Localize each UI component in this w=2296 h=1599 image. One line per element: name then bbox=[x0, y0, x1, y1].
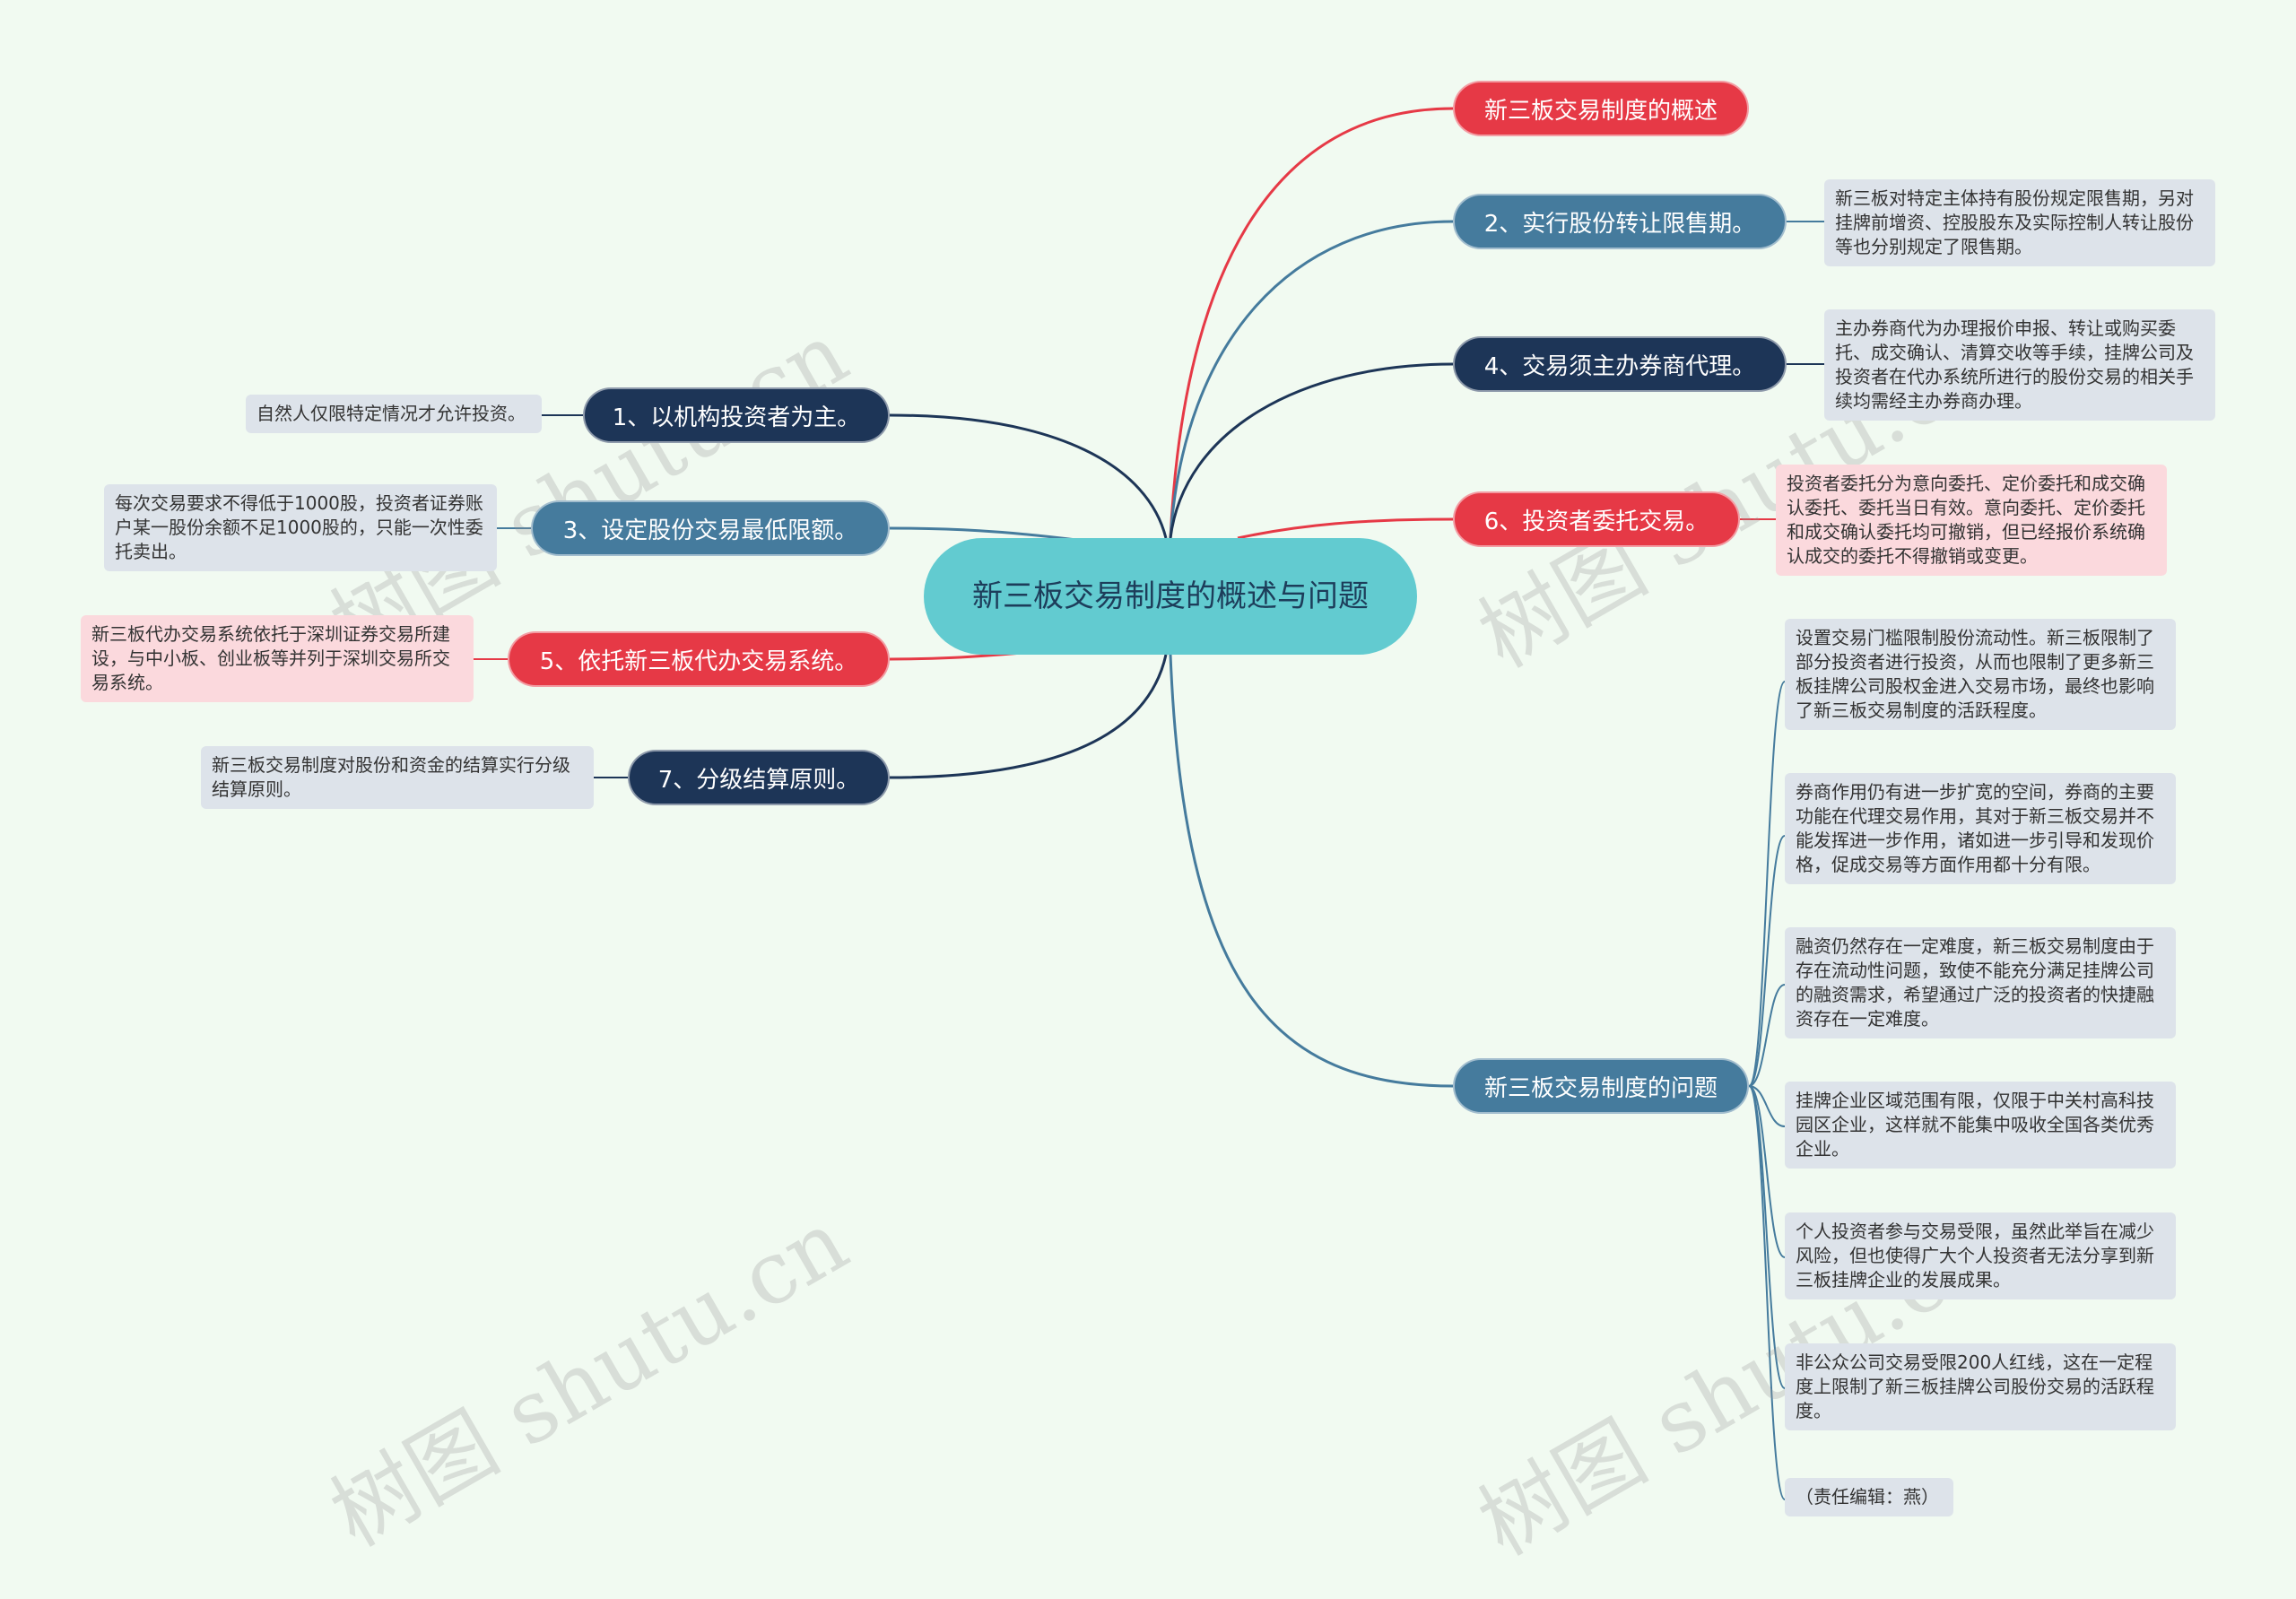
topic-broker-agency[interactable]: 4、交易须主办券商代理。 bbox=[1453, 336, 1787, 392]
topic-institutional-investors[interactable]: 1、以机构投资者为主。 bbox=[583, 387, 890, 443]
topic-label: 5、依托新三板代办交易系统。 bbox=[539, 647, 858, 675]
link-root-broker bbox=[1169, 362, 1454, 539]
link-problem-2 bbox=[1748, 984, 1786, 1087]
problem-item: 非公众公司交易受限200人红线，这在一定程度上限制了新三板挂牌公司股份交易的活跃… bbox=[1785, 1343, 2176, 1430]
topic-label: 新三板交易制度的概述 bbox=[1483, 97, 1718, 125]
topic-lockup-period[interactable]: 2、实行股份转让限售期。 bbox=[1453, 194, 1787, 249]
link-root-orders bbox=[1237, 517, 1454, 540]
topic-overview[interactable]: 新三板交易制度的概述 bbox=[1453, 81, 1749, 136]
topic-agency-system[interactable]: 5、依托新三板代办交易系统。 bbox=[508, 631, 890, 687]
editor-credit: （责任编辑：燕） bbox=[1785, 1478, 1953, 1516]
link-root-lockup bbox=[1169, 220, 1454, 539]
problem-item: 融资仍然存在一定难度，新三板交易制度由于存在流动性问题，致使不能充分满足挂牌公司… bbox=[1785, 927, 2176, 1038]
topic-label: 3、设定股份交易最低限额。 bbox=[562, 517, 858, 544]
topic-tiered-settlement[interactable]: 7、分级结算原则。 bbox=[628, 750, 890, 805]
problem-item: 个人投资者参与交易受限，虽然此举旨在减少风险，但也使得广大个人投资者无法分享到新… bbox=[1785, 1212, 2176, 1299]
note-institutional-investors: 自然人仅限特定情况才允许投资。 bbox=[246, 395, 542, 433]
topic-label: 新三板交易制度的问题 bbox=[1483, 1074, 1718, 1102]
topic-investor-orders[interactable]: 6、投资者委托交易。 bbox=[1453, 491, 1740, 547]
link-problem-0 bbox=[1748, 681, 1786, 1087]
link-root-overview bbox=[1169, 107, 1454, 539]
problem-item: 挂牌企业区域范围有限，仅限于中关村高科技园区企业，这样就不能集中吸收全国各类优秀… bbox=[1785, 1082, 2176, 1169]
link-root-minlot bbox=[889, 526, 1077, 542]
link-problem-4 bbox=[1748, 1085, 1786, 1258]
link-problem-3 bbox=[1748, 1085, 1786, 1127]
topic-label: 4、交易须主办券商代理。 bbox=[1483, 352, 1756, 380]
note-broker-agency: 主办券商代为办理报价申报、转让或购买委托、成交确认、清算交收等手续，挂牌公司及投… bbox=[1824, 309, 2215, 421]
topic-minimum-lot[interactable]: 3、设定股份交易最低限额。 bbox=[531, 500, 890, 556]
link-problem-1 bbox=[1748, 835, 1786, 1087]
note-tiered-settlement: 新三板交易制度对股份和资金的结算实行分级结算原则。 bbox=[201, 746, 594, 809]
link-root-problems bbox=[1169, 654, 1454, 1088]
topic-label: 1、以机构投资者为主。 bbox=[612, 404, 861, 431]
link-root-settlement bbox=[889, 654, 1168, 779]
note-minimum-lot: 每次交易要求不得低于1000股，投资者证券账户某一股份余额不足1000股的，只能… bbox=[104, 484, 497, 571]
topic-problems[interactable]: 新三板交易制度的问题 bbox=[1453, 1058, 1749, 1114]
topic-label: 2、实行股份转让限售期。 bbox=[1483, 210, 1756, 238]
topic-label: 6、投资者委托交易。 bbox=[1483, 508, 1709, 535]
problem-item: 券商作用仍有进一步扩宽的空间，券商的主要功能在代理交易作用，其对于新三板交易并不… bbox=[1785, 773, 2176, 884]
link-root-institutional bbox=[889, 413, 1168, 539]
note-lockup-period: 新三板对特定主体持有股份规定限售期，另对挂牌前增资、控股股东及实际控制人转让股份… bbox=[1824, 179, 2215, 266]
root-topic-label: 新三板交易制度的概述与问题 bbox=[972, 578, 1369, 614]
root-topic[interactable]: 新三板交易制度的概述与问题 bbox=[924, 538, 1417, 655]
link-problem-6 bbox=[1748, 1085, 1786, 1500]
problem-item: 设置交易门槛限制股份流动性。新三板限制了部分投资者进行投资，从而也限制了更多新三… bbox=[1785, 619, 2176, 730]
note-investor-orders: 投资者委托分为意向委托、定价委托和成交确认委托、委托当日有效。意向委托、定价委托… bbox=[1776, 465, 2167, 576]
topic-label: 7、分级结算原则。 bbox=[657, 766, 860, 794]
note-agency-system: 新三板代办交易系统依托于深圳证券交易所建设，与中小板、创业板等并列于深圳交易所交… bbox=[81, 615, 474, 702]
link-problem-5 bbox=[1748, 1085, 1786, 1389]
